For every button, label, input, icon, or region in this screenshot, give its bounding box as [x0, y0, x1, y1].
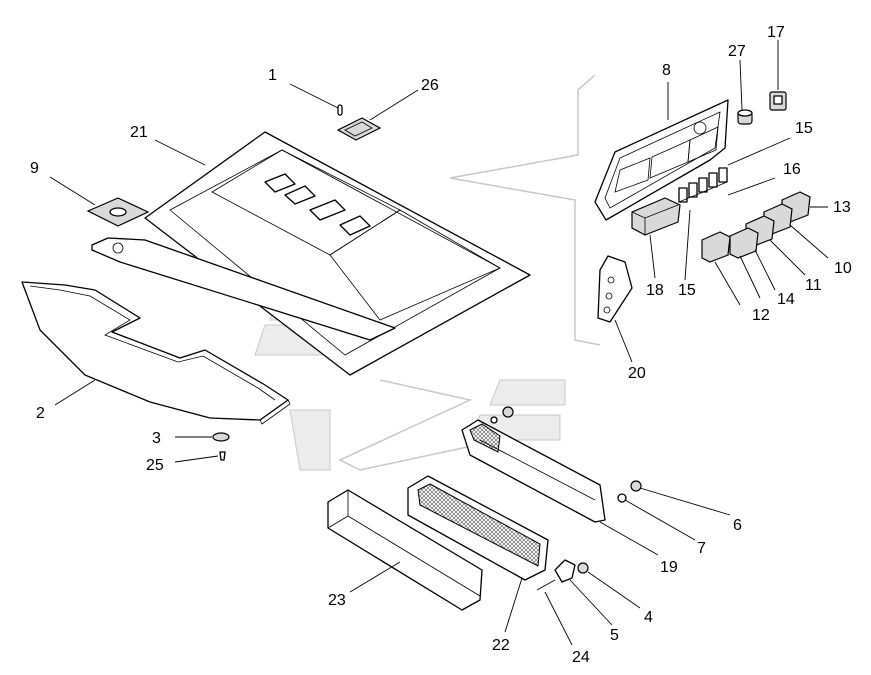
part-14-switch-a [729, 227, 759, 259]
part-18-module [631, 197, 681, 236]
callout-17: 17 [767, 24, 785, 41]
part-24-rod [536, 579, 556, 591]
part-19-vent-panel [461, 419, 606, 523]
part-2-lower-panel [21, 281, 291, 425]
callout-20: 20 [628, 365, 646, 382]
callout-4: 4 [644, 609, 653, 626]
part-22-grille-box [407, 475, 549, 581]
callout-2: 2 [36, 405, 45, 422]
callout-25: 25 [146, 457, 164, 474]
callout-11: 11 [805, 277, 822, 294]
callout-6: 6 [733, 517, 742, 534]
callout-7: 7 [697, 540, 706, 557]
part-23-channel [327, 489, 483, 611]
part-8-bezel [594, 99, 729, 221]
part-5-clamp [554, 559, 576, 583]
part-6-bolt [630, 480, 642, 492]
part-19-upper-bolt [490, 406, 514, 424]
callout-16: 16 [783, 161, 801, 178]
part-9-pad [86, 197, 150, 227]
part-12-switch [701, 231, 731, 263]
part-17-switch [769, 91, 787, 111]
callout-14: 14 [777, 291, 795, 308]
callout-18: 18 [646, 282, 664, 299]
callout-8: 8 [662, 62, 671, 79]
hood-gasket [91, 237, 396, 341]
part-7-nut [617, 493, 627, 503]
callout-15-lower: 15 [678, 282, 696, 299]
callout-13: 13 [833, 199, 851, 216]
part-25-screw [219, 451, 226, 461]
callout-22: 22 [492, 637, 510, 654]
part-3-washer [212, 432, 230, 442]
part-4-nut [577, 562, 589, 574]
callout-15-upper: 15 [795, 120, 813, 137]
callout-24: 24 [572, 649, 590, 666]
callout-12: 12 [752, 307, 770, 324]
leader-lines [49, 40, 829, 646]
part-26-clip [336, 117, 382, 141]
callout-3: 3 [152, 430, 161, 447]
callout-26: 26 [421, 77, 439, 94]
callout-21: 21 [130, 124, 148, 141]
part-21-hood-panel [144, 131, 531, 376]
part-20-bracket [597, 255, 633, 323]
part-27-knob [737, 109, 753, 125]
callout-5: 5 [610, 627, 619, 644]
callout-9: 9 [30, 160, 39, 177]
callout-19: 19 [660, 559, 678, 576]
part-15-lenses [678, 167, 728, 203]
callout-27: 27 [728, 43, 746, 60]
callout-23: 23 [328, 592, 346, 609]
callout-10: 10 [834, 260, 852, 277]
callout-labels: 1 2 3 4 5 6 7 8 9 10 11 12 13 14 15 15 1… [30, 24, 852, 666]
callout-1: 1 [268, 67, 277, 84]
part-1-pin [337, 104, 343, 116]
